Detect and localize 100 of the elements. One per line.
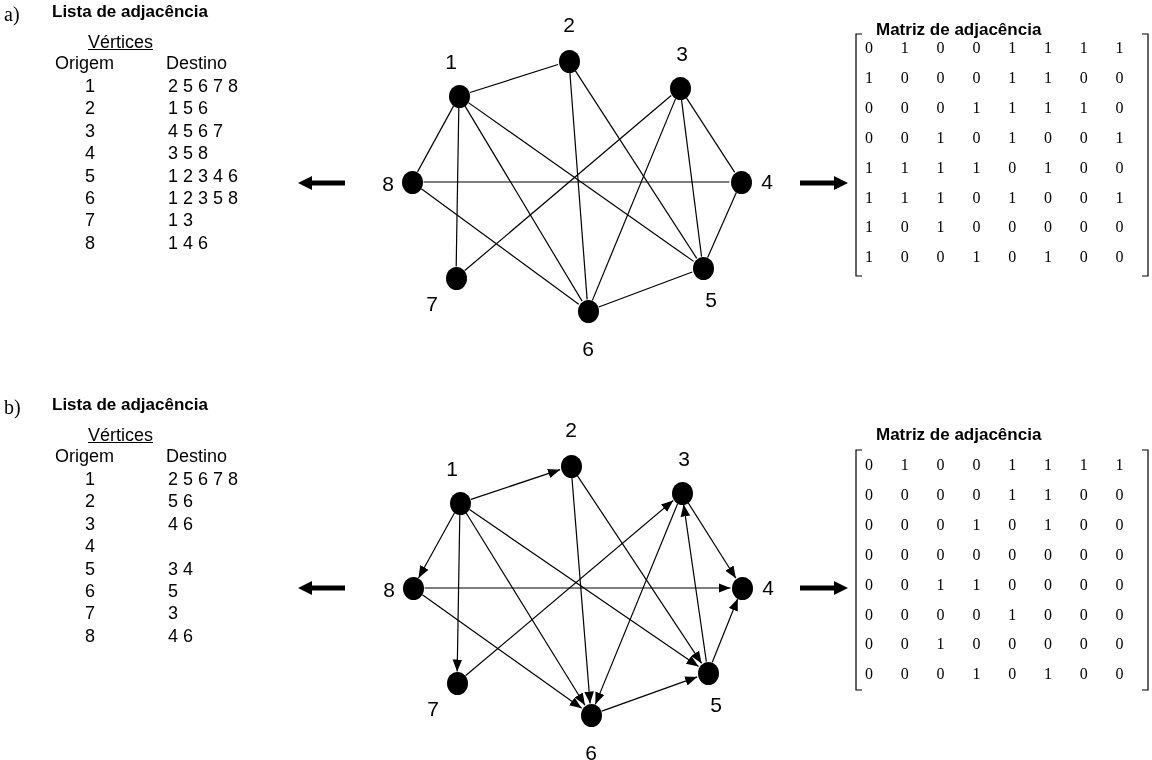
matrix-entry: 0 [1079, 514, 1088, 535]
matrix-entry: 0 [1008, 574, 1017, 595]
list-entry: 4 6 [168, 625, 194, 646]
matrix-entry: 1 [865, 67, 873, 88]
matrix-entry: 1 [972, 97, 981, 118]
list-entry: 4 6 [168, 513, 194, 534]
matrix-entry: 0 [865, 127, 873, 148]
matrix-entry: 0 [936, 664, 945, 685]
matrix-entry: 0 [1079, 574, 1088, 595]
list-entry: 3 4 [168, 558, 194, 579]
matrix-entry: 0 [1079, 247, 1088, 268]
list-entry: 2 [85, 98, 95, 119]
matrix-entry: 1 [936, 127, 945, 148]
vertex-number: 3 [676, 43, 688, 65]
edge-line [685, 97, 736, 173]
list-entry: 1 [85, 469, 95, 489]
matrix-entry: 1 [1115, 455, 1124, 475]
part-label: a) [4, 4, 20, 24]
matrix-entry: 1 [1044, 664, 1052, 685]
arrow [423, 583, 732, 593]
list-entry: 4 [85, 143, 95, 164]
matrix-entry: 0 [972, 604, 981, 625]
matrix-entry: 0 [1044, 127, 1052, 148]
matrix-entry: 0 [1115, 574, 1124, 595]
matrix-entry: 0 [1008, 217, 1017, 238]
list-entry: 1 [85, 76, 95, 96]
matrix-entry: 1 [1079, 97, 1088, 118]
column-heading: Destino [166, 53, 228, 73]
matrix-entry: 0 [865, 664, 873, 685]
matrix-entry: 1 [900, 157, 909, 178]
matrix-entry: 0 [900, 67, 909, 88]
matrix-entry: 0 [1115, 217, 1124, 238]
matrix-entry: 1 [936, 187, 945, 208]
matrix-entry: 0 [900, 97, 909, 118]
edge-line [591, 98, 677, 301]
vertex-number: 6 [585, 742, 597, 760]
edge-line [469, 63, 559, 94]
matrix-entry: 0 [972, 544, 981, 565]
matrix-entry: 1 [865, 217, 873, 238]
part-label: b) [4, 397, 21, 417]
vertex-number: 1 [445, 51, 457, 73]
matrix-entry: 0 [936, 97, 945, 118]
list-heading: Lista de adjacência [52, 395, 208, 415]
edge-line [574, 70, 698, 259]
matrix-entry: 1 [1044, 455, 1052, 475]
matrix-entry: 1 [1044, 67, 1052, 88]
edge-line [464, 94, 672, 272]
matrix-entry: 0 [1079, 217, 1088, 238]
matrix-entry: 0 [865, 514, 873, 535]
matrix-entry: 0 [865, 484, 873, 505]
matrix-entry: 0 [900, 634, 909, 655]
matrix-entry: 0 [900, 664, 909, 685]
matrix-entry: 0 [1115, 514, 1124, 535]
matrix-entry: 0 [1044, 574, 1052, 595]
matrix-entry: 0 [865, 97, 873, 118]
vertex-number: 4 [762, 577, 774, 599]
matrix-entry: 0 [1008, 157, 1017, 178]
arrow [417, 512, 456, 579]
matrix-entry: 0 [1044, 187, 1052, 208]
matrix-entry: 0 [865, 544, 873, 565]
list-entry: 1 5 6 [168, 98, 209, 119]
matrix-entry: 0 [865, 574, 873, 595]
matrix-entry: 0 [900, 514, 909, 535]
list-entry: 5 [85, 558, 95, 579]
matrix-entry: 0 [865, 455, 873, 475]
matrix-entry: 0 [865, 604, 873, 625]
list-entry: 8 [85, 232, 95, 253]
matrix-entry: 1 [900, 455, 909, 475]
matrix-entry: 0 [1079, 157, 1088, 178]
matrix-entry: 1 [1008, 127, 1017, 148]
column-heading: Destino [166, 446, 228, 466]
arrow [687, 502, 737, 579]
vertex-number: 7 [427, 698, 439, 720]
matrix-entry: 1 [1044, 247, 1052, 268]
matrix-entry: 0 [1115, 67, 1124, 88]
arrow [711, 598, 739, 663]
matrix-entry: 1 [936, 217, 945, 238]
matrix-entry: 0 [972, 187, 981, 208]
matrix-entry: 0 [1115, 247, 1124, 268]
matrix-entry: 0 [1008, 247, 1017, 268]
matrix-heading: Matriz de adjacência [876, 20, 1042, 40]
vertex-number: 2 [565, 419, 577, 441]
matrix-entry: 0 [900, 604, 909, 625]
matrix-entry: 1 [1008, 455, 1017, 475]
list-entry: 5 6 [168, 491, 194, 512]
matrix-entry: 0 [972, 38, 981, 58]
matrix-entry: 0 [1079, 484, 1088, 505]
matrix-entry: 0 [865, 634, 873, 655]
matrix-entry: 0 [1115, 604, 1124, 625]
matrix-entry: 0 [936, 247, 945, 268]
list-entry: 1 2 3 4 6 [168, 165, 239, 186]
matrix-entry: 0 [972, 484, 981, 505]
list-entry: 6 [85, 188, 95, 208]
arrow [470, 468, 561, 500]
vertex-number: 5 [705, 289, 717, 311]
list-entry: 2 [85, 491, 95, 512]
matrix-entry: 1 [972, 574, 981, 595]
matrix-entry: 1 [900, 38, 909, 58]
list-entry: 3 5 8 [168, 143, 209, 164]
arrow [594, 503, 679, 705]
